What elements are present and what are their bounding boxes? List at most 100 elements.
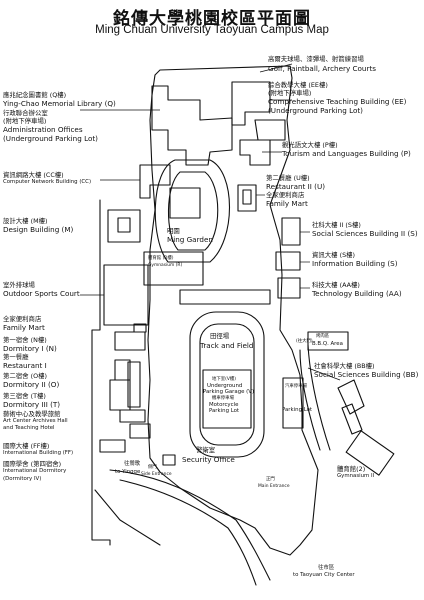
- label-u-en: Restaurant II (U): [266, 182, 326, 191]
- label-m-en: Design Building (M): [3, 225, 74, 234]
- international-dorm: [99, 439, 126, 453]
- label-q-zh: 應兆紀念圖書館 (Q樓): [3, 91, 67, 99]
- map-title-chinese: 銘傳大學桃園校區平面圖: [113, 9, 311, 29]
- u-building: [237, 184, 257, 212]
- label-iv-zh: 國際學舍 (第四宿舍): [3, 460, 62, 468]
- parking-lot: [282, 377, 304, 429]
- label-q-en3: (Underground Parking Lot): [3, 134, 98, 143]
- label-yingge-zh: 往鶯歌: [124, 461, 141, 467]
- label-gym-en: Gymnasium (R): [148, 263, 183, 268]
- label-city-zh: 往市區: [318, 565, 335, 571]
- label-yingge-en: to Yingge: [115, 469, 141, 475]
- label-v-zh2: 機車停車場: [212, 396, 234, 401]
- label-u-zh2: 全家便利商店: [266, 191, 305, 199]
- gymnasium-r: [143, 251, 204, 286]
- label-s-en: Information Building (S): [312, 259, 398, 268]
- label-n-en: Dormitory I (N): [3, 344, 57, 353]
- bb-building: [337, 379, 365, 415]
- label-bbq-en: B.B.Q. Area: [312, 341, 343, 347]
- library-q-building: [151, 85, 233, 166]
- label-o-en: Dormitory II (O): [3, 380, 60, 389]
- label-v-zh: 地下室(V樓): [212, 377, 236, 382]
- label-track-en: Track and Field: [200, 341, 254, 350]
- label-q-en2: Administration Offices: [3, 125, 83, 134]
- label-ss2-en: Social Sciences Building II (S): [312, 229, 418, 238]
- label-garden-en: Ming Garden: [167, 235, 213, 244]
- label-iv-en2: (Dormitory IV): [3, 476, 42, 482]
- dormitory-o: [109, 379, 131, 411]
- bleachers: [179, 289, 271, 305]
- label-security-en: Security Office: [182, 455, 235, 464]
- ming-garden-building: [169, 187, 201, 219]
- label-side-zh: 側門: [148, 465, 157, 470]
- label-golf-en: Golf, Paintball, Archery Courts: [268, 64, 377, 73]
- label-security-zh: 警衛室: [196, 446, 216, 454]
- label-gym2-en: Gymnasium II: [337, 473, 375, 479]
- label-cc-zh: 資訊網路大樓 (CC樓): [3, 171, 64, 179]
- label-v-en2: Parking Garage (V): [203, 389, 255, 395]
- label-ee-en: Comprehensive Teaching Building (EE): [268, 97, 407, 106]
- label-v-en4: Parking Lot: [209, 408, 240, 414]
- ss2-building: [281, 217, 301, 246]
- art-center: [119, 409, 146, 423]
- cc-building: [139, 164, 171, 199]
- label-p-zh: 觀光語文大樓 (P樓): [282, 141, 338, 149]
- bbq-area: [307, 331, 349, 351]
- bb-building-2: [341, 403, 363, 435]
- label-side-en: Side Entrance: [141, 472, 172, 477]
- label-gym2-zh: 體育館(2): [337, 465, 366, 473]
- label-r1-en: Restaurant I: [3, 361, 47, 370]
- ff-building: [129, 423, 151, 439]
- label-ff-zh: 國際大樓 (FF樓): [3, 442, 50, 450]
- security-office: [162, 454, 176, 466]
- label-garden-zh: 明園: [167, 227, 180, 235]
- label-side-road: (往大門): [296, 339, 313, 344]
- main-road: [109, 469, 271, 581]
- ee-building: [231, 81, 271, 126]
- label-u-en2: Family Mart: [266, 199, 308, 208]
- label-ss2-zh: 社科大樓 II (S樓): [312, 221, 361, 229]
- label-cc-en: Computer Network Building (CC): [3, 179, 92, 185]
- label-aa-zh: 科技大樓 (AA樓): [312, 281, 360, 289]
- label-main-zh: 正門: [266, 477, 275, 482]
- label-art-zh: 藝術中心及教學旅館: [3, 410, 61, 418]
- label-golf-zh: 高爾夫球場、漆彈場、射箭練習場: [268, 55, 364, 63]
- label-n-zh: 第一宿舍 (N樓): [3, 336, 47, 344]
- label-parking-zh: 汽車停車場: [285, 384, 307, 389]
- label-u-zh: 第二餐廳 (U樓): [266, 174, 310, 182]
- label-bbq-zh: 烤肉區: [316, 334, 330, 339]
- outdoor-court: [103, 264, 149, 326]
- label-v-en3: Motorcycle: [209, 402, 239, 408]
- label-r1-zh: 第一餐廳: [3, 353, 29, 361]
- label-court-zh: 室外排球場: [3, 281, 35, 289]
- leader-bb: [307, 367, 341, 381]
- label-ee-zh: 綜合教學大樓 (EE樓): [268, 81, 328, 89]
- label-gym-zh: 體育館 (R樓): [148, 256, 174, 261]
- yingge-road: [94, 489, 161, 546]
- label-bb-en: Social Sciences Building (BB): [314, 370, 419, 379]
- label-t-en: Dormitory III (T): [3, 400, 61, 409]
- dormitory-n: [114, 331, 146, 351]
- label-aa-en: Technology Building (AA): [312, 289, 402, 298]
- parking-garage: [202, 369, 252, 429]
- label-q-zh2: 行政聯合辦公室: [3, 109, 48, 117]
- label-bb-zh: 社會科學大樓 (BB樓): [314, 362, 375, 370]
- label-art-en2: and Teaching Hotel: [3, 425, 55, 431]
- campus-boundary: [147, 65, 319, 556]
- label-q-zh3: (附地下停車場): [3, 117, 47, 125]
- label-fm-en: Family Mart: [3, 323, 45, 332]
- label-city-en: to Taoyuan City Center: [293, 572, 355, 578]
- label-track-zh: 田徑場: [210, 332, 230, 340]
- dormitory-t: [127, 361, 141, 408]
- label-ee-zh2: (附地下停車場): [268, 89, 312, 97]
- p-building: [239, 139, 271, 166]
- label-main-en: Main Entrance: [258, 484, 290, 489]
- east-road: [299, 349, 321, 451]
- label-iv-en: International Dormitory: [3, 468, 67, 474]
- label-court-en: Outdoor Sports Court: [3, 289, 80, 298]
- family-mart-box: [133, 323, 147, 333]
- label-ee-en2: (Underground Parking Lot): [268, 106, 363, 115]
- information-building: [275, 251, 301, 271]
